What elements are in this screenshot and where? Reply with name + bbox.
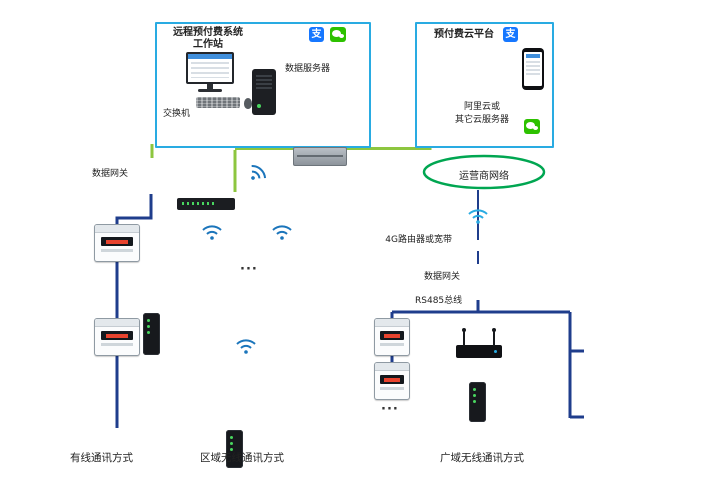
energy-meter: [94, 224, 140, 262]
4g-router: [456, 328, 502, 358]
rack-server: [293, 147, 347, 166]
energy-meter: [94, 318, 140, 356]
phone-screen: [524, 52, 542, 86]
workstation-monitor: [186, 52, 234, 84]
router-label: 4G路由器或宽带: [385, 235, 452, 245]
data-server-label: 数据服务器: [285, 64, 331, 74]
regional-wireless-caption: 区域无线通讯方式: [200, 452, 284, 464]
left-gateway-label: 数据网关: [92, 169, 129, 179]
router-antenna: [492, 328, 496, 346]
energy-meter: [374, 318, 410, 356]
wifi-icon: [468, 209, 488, 224]
wechat-icon: [524, 119, 540, 134]
wifi-icon: [272, 225, 292, 240]
monitor-base: [198, 89, 222, 92]
ellipsis: ···: [240, 262, 258, 277]
cloud-platform-title: 预付费云平台: [434, 29, 494, 40]
energy-meter: [374, 362, 410, 400]
alipay-icon: 支: [309, 27, 324, 42]
cloud-label-line1: 阿里云或: [463, 102, 500, 112]
wifi-icon: [236, 339, 256, 354]
ellipsis: ···: [381, 402, 399, 417]
data-gateway-left: [143, 313, 160, 355]
workstation-title-line1: 远程预付费系统: [173, 27, 243, 38]
alipay-icon: 支: [503, 27, 518, 42]
keyboard: [196, 97, 240, 108]
right-gateway-label: 数据网关: [424, 272, 461, 282]
server-tower: [252, 69, 276, 115]
monitor-screen: [188, 54, 232, 82]
monitor-stand: [207, 84, 213, 89]
router-antenna: [462, 328, 466, 346]
smartphone: [522, 48, 544, 90]
cloud-label-line2: 其它云服务器: [454, 115, 509, 125]
workstation-title-line2: 工作站: [193, 39, 223, 50]
wide-wireless-caption: 广域无线通讯方式: [440, 452, 524, 464]
switch-label: 交换机: [163, 109, 191, 119]
rs485-label: RS485总线: [415, 296, 463, 306]
operator-network-label: 运营商网络: [459, 171, 509, 182]
wifi-icon: [251, 165, 267, 180]
mouse: [244, 98, 252, 109]
data-gateway-right: [469, 382, 486, 422]
operator-network-ellipse: [422, 154, 546, 190]
wifi-icon: [202, 225, 222, 240]
wechat-icon: [330, 27, 346, 42]
wireless-gateway: [226, 430, 243, 468]
network-switch: [177, 198, 235, 210]
wired-caption: 有线通讯方式: [70, 452, 133, 464]
